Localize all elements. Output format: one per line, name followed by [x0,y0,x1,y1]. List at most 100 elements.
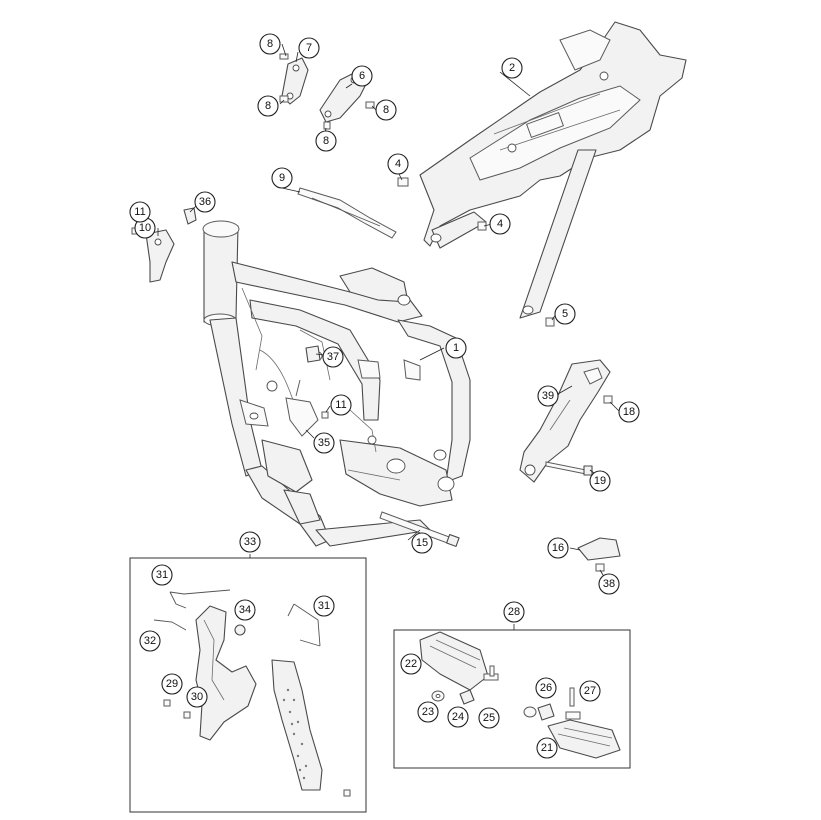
callout-23[interactable]: 23 [417,701,439,723]
callout-31b[interactable]: 31 [313,595,335,617]
bolt-5 [545,317,555,327]
svg-text:32: 32 [144,635,156,647]
svg-text:29: 29 [166,678,178,690]
callout-24[interactable]: 24 [447,706,469,728]
callout-10[interactable]: 10 [134,217,156,239]
callout-8d[interactable]: 8 [315,130,337,152]
callout-39[interactable]: 39 [537,385,559,407]
svg-text:34: 34 [239,604,251,616]
callout-38[interactable]: 38 [598,573,620,595]
svg-text:1: 1 [453,342,459,354]
svg-text:39: 39 [542,390,554,402]
kit-box-28 [393,629,631,769]
callout-34[interactable]: 34 [234,599,256,621]
svg-text:23: 23 [422,706,434,718]
callout-18[interactable]: 18 [618,401,640,423]
svg-text:25: 25 [483,712,495,724]
callout-37[interactable]: 37 [322,346,344,368]
svg-text:6: 6 [359,70,365,82]
svg-text:37: 37 [327,351,339,363]
callout-8b[interactable]: 8 [257,95,279,117]
svg-text:22: 22 [405,658,417,670]
callout-4b[interactable]: 4 [489,213,511,235]
bolt-19 [545,461,593,476]
bolt-8-set [279,53,375,130]
strap-32 [153,619,187,631]
pivot-bolt [379,511,460,547]
callout-8a[interactable]: 8 [259,33,281,55]
callout-9[interactable]: 9 [271,167,293,189]
svg-text:7: 7 [306,42,312,54]
callout-21[interactable]: 21 [536,737,558,759]
svg-text:26: 26 [540,682,552,694]
wire-bracket-31b [287,603,321,647]
svg-text:35: 35 [318,437,330,449]
washer-23 [431,690,445,702]
callout-6[interactable]: 6 [351,65,373,87]
svg-text:38: 38 [603,578,615,590]
callout-30[interactable]: 30 [186,686,208,708]
callout-2[interactable]: 2 [501,57,523,79]
svg-text:5: 5 [562,308,568,320]
footpeg-21 [547,719,621,759]
callout-27[interactable]: 27 [579,680,601,702]
svg-text:21: 21 [541,742,553,754]
rear-subframe [419,21,687,319]
callout-25[interactable]: 25 [478,707,500,729]
callout-8c[interactable]: 8 [375,99,397,121]
svg-text:31: 31 [156,569,168,581]
callout-1[interactable]: 1 [445,337,467,359]
callout-28[interactable]: 28 [503,601,525,623]
screw-lower [343,789,351,797]
screw-38 [595,563,605,572]
callout-4a[interactable]: 4 [387,153,409,175]
callout-29[interactable]: 29 [161,673,183,695]
callout-36[interactable]: 36 [194,191,216,213]
callout-15[interactable]: 15 [411,532,433,554]
svg-text:36: 36 [199,196,211,208]
svg-text:11: 11 [134,206,145,218]
pin-27 [565,687,581,720]
svg-text:4: 4 [497,218,503,230]
holder-35 [285,379,319,437]
callout-35[interactable]: 35 [313,432,335,454]
clip-37 [305,345,321,363]
svg-text:33: 33 [244,536,256,548]
bolt-4-lower [477,221,487,231]
strap-9 [297,187,397,239]
nut-34 [234,624,246,636]
radiator-guard-30 [195,605,257,741]
svg-text:8: 8 [383,104,389,116]
bolt-4-upper [397,177,409,187]
callout-16[interactable]: 16 [547,537,569,559]
callout-32[interactable]: 32 [139,630,161,652]
footpeg-22 [419,631,489,691]
svg-text:8: 8 [265,100,271,112]
callout-11a[interactable]: 11 [129,201,151,223]
callout-22[interactable]: 22 [400,653,422,675]
leader-lines [135,43,621,630]
svg-text:24: 24 [452,711,464,723]
svg-text:15: 15 [416,537,428,549]
callout-33[interactable]: 33 [239,531,261,553]
spring-24 [459,689,475,705]
callouts: 1 2 4 4 5 6 7 8 8 8 8 9 10 11 11 15 16 1… [129,33,640,759]
radiator-louver [271,659,323,791]
screw-29 [163,699,191,719]
callout-19[interactable]: 19 [589,470,611,492]
svg-text:27: 27 [584,685,596,697]
callout-31a[interactable]: 31 [151,564,173,586]
callout-5[interactable]: 5 [554,303,576,325]
wire-bracket-31a [169,589,231,609]
svg-text:10: 10 [139,222,151,234]
svg-text:4: 4 [395,158,401,170]
kit-box-33 [129,557,367,813]
sidestand-bracket-39 [519,359,611,483]
svg-text:8: 8 [267,38,273,50]
svg-text:8: 8 [323,135,329,147]
callout-11b[interactable]: 11 [330,394,352,416]
callout-7[interactable]: 7 [298,37,320,59]
clip-36 [183,207,197,225]
callout-26[interactable]: 26 [535,677,557,699]
